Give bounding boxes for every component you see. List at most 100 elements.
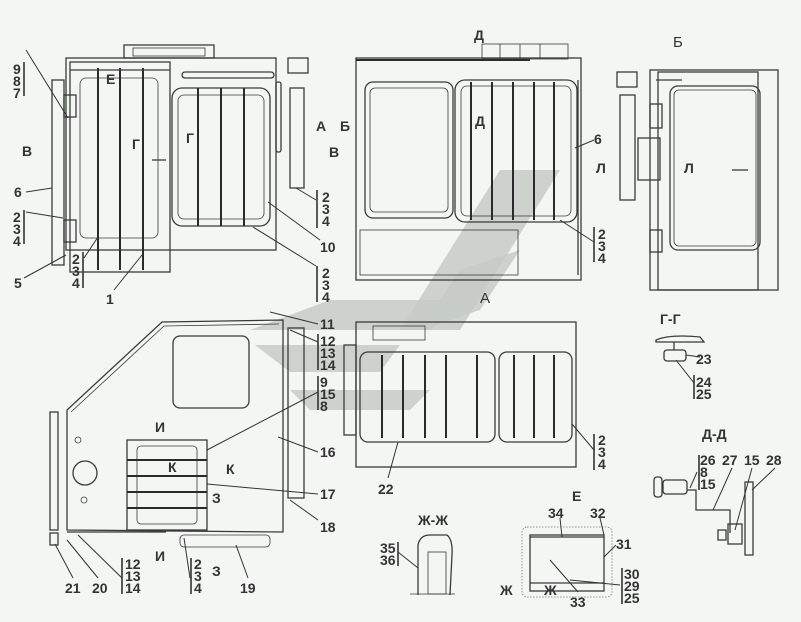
section-mark: К — [226, 461, 235, 477]
callout-19: 19 — [240, 580, 256, 596]
stack-item: 14 — [125, 580, 141, 596]
section-mark: В — [329, 144, 339, 160]
stack-2-3-4: 234 — [593, 226, 606, 266]
view-title-zh-zh: Ж-Ж — [417, 512, 448, 528]
section-mark: К — [168, 459, 177, 475]
stack-item: 7 — [13, 85, 21, 101]
stack-item: 2 — [598, 226, 606, 242]
callout-15: 15 — [744, 452, 760, 468]
callout-6: 6 — [594, 131, 602, 147]
stack-2-3-4: 234 — [316, 265, 330, 305]
stack-item: 25 — [696, 386, 712, 402]
callout-20: 20 — [92, 580, 108, 596]
stack-item: 4 — [598, 250, 606, 266]
stack-item: 8 — [700, 464, 708, 480]
section-mark: З — [212, 563, 221, 579]
side-view-rear — [49, 319, 305, 548]
stack-item: 9 — [13, 61, 21, 77]
stack-item: 9 — [320, 374, 328, 390]
section-mark: И — [155, 548, 165, 564]
view-title-g-g: Г-Г — [660, 311, 681, 327]
callout-23: 23 — [696, 351, 712, 367]
section-marks: Д Д Е Г Г А Б В В Л Л И И К К З З Ж Ж — [22, 27, 694, 598]
section-mark: Е — [106, 71, 115, 87]
callout-18: 18 — [320, 519, 336, 535]
stack-item: 3 — [322, 201, 330, 217]
leader-lines — [23, 49, 776, 593]
callout-21: 21 — [65, 580, 81, 596]
stack-item: 3 — [72, 263, 80, 279]
section-mark: Д — [474, 27, 484, 43]
callout-27: 27 — [722, 452, 738, 468]
callout-11: 11 — [320, 316, 335, 332]
callout-34: 34 — [548, 505, 564, 521]
callout-22: 22 — [378, 481, 394, 497]
callout-5: 5 — [14, 275, 22, 291]
section-mark: Б — [340, 118, 350, 134]
section-mark: Г — [186, 130, 194, 146]
callout-6: 6 — [14, 184, 22, 200]
stack-item: 36 — [380, 552, 396, 568]
stack-item: 15 — [320, 386, 336, 402]
stack-item: 29 — [624, 578, 640, 594]
section-mark: Ж — [499, 582, 513, 598]
stack-item: 4 — [13, 233, 21, 249]
stack-item: 2 — [322, 189, 330, 205]
stack-item: 4 — [194, 580, 202, 596]
section-mark: Г — [132, 136, 140, 152]
stack-item: 30 — [624, 566, 640, 582]
stack-item: 13 — [125, 568, 141, 584]
view-title-e: Е — [572, 488, 581, 504]
callout-28: 28 — [766, 452, 782, 468]
stack-2-3-4: 234 — [593, 432, 606, 472]
section-mark: В — [22, 143, 32, 159]
callout-33: 33 — [570, 594, 586, 610]
stack-item: 2 — [598, 432, 606, 448]
section-mark: Л — [596, 160, 606, 176]
stack-2-3-4: 234 — [190, 556, 202, 596]
stack-item: 8 — [13, 73, 21, 89]
side-view-left — [51, 44, 309, 273]
callout-16: 16 — [320, 444, 336, 460]
section-mark: З — [212, 490, 221, 506]
stack-2-3-4: 234 — [72, 251, 84, 291]
stack-item: 35 — [380, 540, 396, 556]
stack-item: 12 — [320, 333, 336, 349]
callout-10: 10 — [320, 239, 336, 255]
callout-31: 31 — [616, 536, 632, 552]
stack-item: 3 — [598, 238, 606, 254]
view-title-a: А — [480, 290, 490, 307]
stack-item: 8 — [320, 398, 328, 414]
callout-17: 17 — [320, 486, 336, 502]
stack-item: 3 — [194, 568, 202, 584]
section-mark: Ж — [543, 582, 557, 598]
section-mark: Д — [475, 113, 485, 129]
stack-item: 3 — [598, 444, 606, 460]
stack-item: 25 — [624, 590, 640, 606]
section-zh-zh — [410, 534, 455, 596]
stack-item: 14 — [320, 357, 336, 373]
stack-item: 3 — [13, 221, 21, 237]
detail-e — [521, 526, 613, 598]
stack-item: 2 — [72, 251, 80, 267]
callouts: 6 5 1 10 6 11 16 17 18 19 21 20 22 23 27… — [14, 131, 782, 610]
stack-item: 2 — [322, 265, 330, 281]
callout-32: 32 — [590, 505, 606, 521]
stack-item: 4 — [322, 213, 330, 229]
section-mark: Л — [684, 160, 694, 176]
stack-item: 2 — [13, 209, 21, 225]
view-title-b: Б — [673, 34, 683, 51]
section-d-d — [653, 476, 754, 556]
view-b — [616, 69, 779, 291]
view-title-d-d: Д-Д — [702, 426, 727, 442]
stack-2-3-4: 234 — [316, 189, 330, 229]
